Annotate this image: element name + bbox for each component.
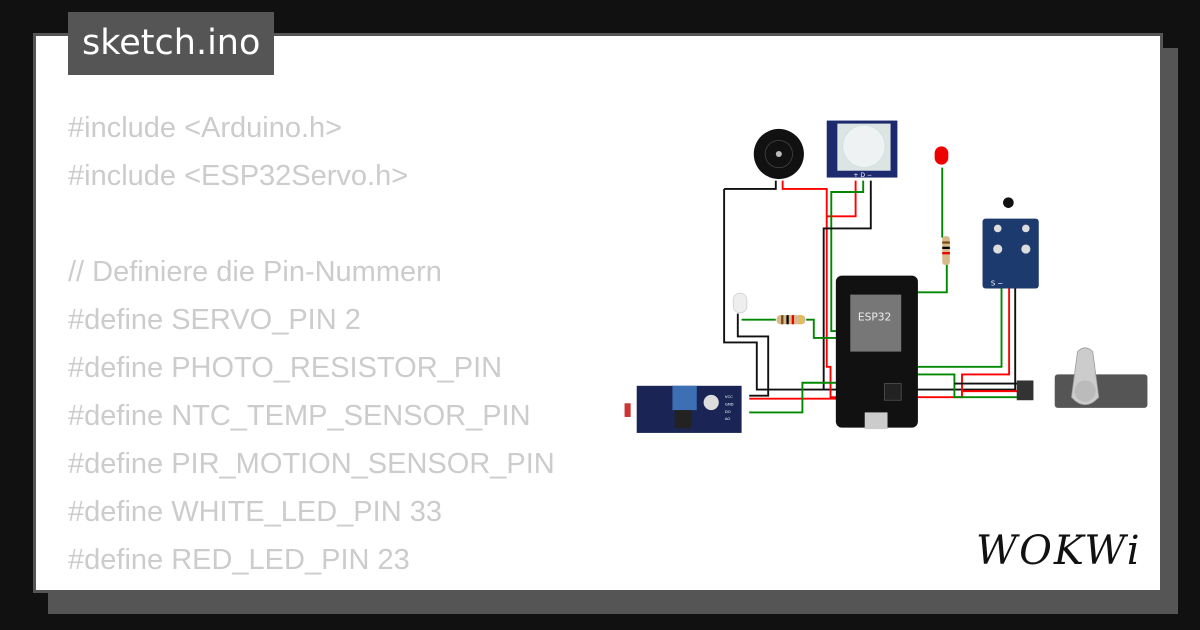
wokwi-logo: WOKWi [976, 528, 1142, 574]
code-preview: #include <Arduino.h> #include <ESP32Servo… [68, 104, 555, 584]
esp32-board[interactable]: ESP32 [835, 275, 918, 430]
code-line: #define RED_LED_PIN 23 [68, 544, 410, 576]
sketch-filename-label: sketch.ino [68, 12, 275, 75]
preview-panel [33, 33, 1163, 593]
code-line: #define PIR_MOTION_SENSOR_PIN [68, 448, 555, 480]
pir-motion-sensor[interactable]: + D − [826, 120, 898, 179]
wire-green [830, 180, 865, 333]
ntc-temperature-sensor[interactable]: S − [982, 197, 1039, 289]
wire-green [913, 286, 1003, 368]
svg-text:+ D −: + D − [853, 172, 872, 179]
red-led[interactable] [934, 146, 949, 165]
svg-text:AO: AO [725, 416, 731, 421]
wire-green [806, 318, 841, 339]
servo-motor[interactable] [1016, 347, 1148, 408]
wire-green [749, 381, 841, 414]
circuit-group: + D − S − VCC GND DO AO ESP32 [624, 120, 1148, 433]
code-line: #include <Arduino.h> [68, 112, 343, 144]
svg-text:ESP32: ESP32 [858, 310, 891, 323]
resistor [776, 315, 806, 325]
code-line: // Definiere die Pin-Nummern [68, 256, 442, 288]
svg-text:GND: GND [725, 402, 734, 407]
resistor [942, 236, 950, 265]
code-line: #include <ESP32Servo.h> [68, 160, 409, 192]
wire-red [781, 180, 841, 399]
wire-green [913, 264, 948, 294]
svg-text:S −: S − [991, 279, 1003, 287]
code-line: #define SERVO_PIN 2 [68, 304, 361, 336]
wire-green [913, 373, 1019, 399]
svg-text:DO: DO [725, 409, 731, 414]
svg-text:VCC: VCC [725, 394, 733, 399]
buzzer[interactable] [753, 128, 804, 180]
code-line: #define PHOTO_RESISTOR_PIN [68, 352, 503, 384]
code-line: #define WHITE_LED_PIN 33 [68, 496, 442, 528]
wire-black [822, 180, 872, 390]
wire-red [913, 286, 1011, 399]
wire-black [723, 188, 841, 391]
white-led[interactable] [732, 292, 748, 314]
photoresistor-module[interactable]: VCC GND DO AO [624, 385, 742, 433]
code-line: #define NTC_TEMP_SENSOR_PIN [68, 400, 531, 432]
wire-black [724, 180, 777, 190]
wire-black [913, 286, 1017, 391]
wire-black [736, 313, 770, 397]
